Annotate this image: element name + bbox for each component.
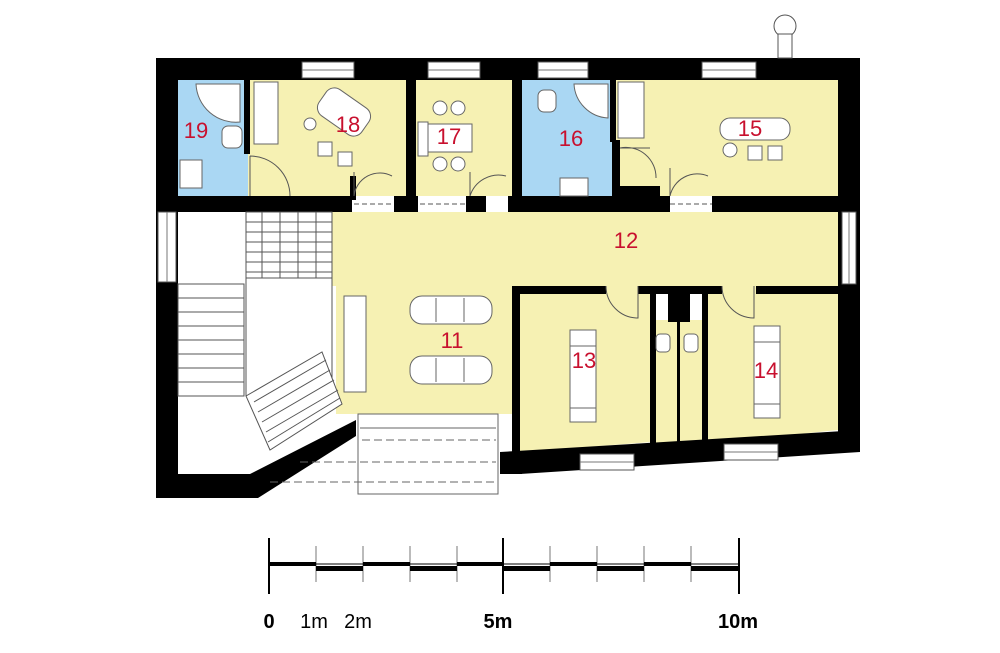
chair-15b: [747, 145, 763, 161]
toilet-19: [221, 125, 243, 149]
sofa-11-bottom: [409, 355, 493, 385]
chair-15a: [722, 142, 738, 158]
scale-label-5m: 5m: [484, 611, 513, 633]
door-18: [353, 172, 393, 197]
room-label-14: 14: [754, 358, 778, 383]
window-glazing-lines: [166, 69, 850, 463]
chair-18c: [337, 151, 353, 167]
shelf-11: [343, 295, 367, 393]
wall-row-bottom-4: [508, 196, 670, 212]
scale-segments: [269, 562, 739, 571]
chair-17a: [432, 100, 448, 116]
room-labels: 19 18 17 16 15 12 11 13 14: [184, 112, 778, 383]
wall-row-bottom-2: [394, 196, 418, 212]
desk-18: [316, 87, 372, 137]
chair-17d: [450, 156, 466, 172]
wall-bottom-left: [156, 420, 356, 498]
wall-16-15: [610, 80, 616, 142]
wall-18-17: [406, 80, 416, 196]
bed-13: [569, 329, 597, 423]
wall-15-closet: [612, 140, 620, 196]
sofa-11-top: [409, 295, 493, 325]
fixtures: [179, 81, 791, 423]
room-label-16: 16: [559, 126, 583, 151]
wall-13-left: [512, 286, 520, 474]
wall-row-bottom-3: [466, 196, 486, 212]
wall-row-bottom: [178, 196, 352, 212]
door-19: [249, 155, 291, 197]
table-17: [427, 123, 473, 153]
wall-corridor-14: [756, 286, 840, 294]
wall-wash-divider: [668, 286, 690, 322]
shower-16: [573, 83, 609, 119]
basin-16: [559, 177, 589, 197]
wall-row-bottom-5: [712, 196, 838, 212]
scale-label-1m: 1m: [300, 611, 328, 633]
wall-hall-stub: [350, 176, 356, 200]
entrance-terrace: [270, 413, 499, 495]
basin-14-wash: [683, 333, 699, 353]
scale-label-0: 0: [263, 611, 274, 633]
room-label-17: 17: [437, 124, 461, 149]
room-12-floor: [332, 212, 838, 286]
cabinet-17: [417, 121, 429, 157]
room-label-13: 13: [572, 348, 596, 373]
chair-15c: [767, 145, 783, 161]
door-17: [469, 172, 507, 197]
chair-17c: [432, 156, 448, 172]
wall-corridor-13: [512, 286, 606, 294]
door-14: [721, 285, 755, 319]
room-label-15: 15: [738, 116, 762, 141]
wall-17-16: [512, 80, 522, 196]
chair-17b: [450, 100, 466, 116]
scale-label-2m: 2m: [344, 611, 372, 633]
wall-13-wash: [650, 286, 656, 446]
door-13: [605, 285, 639, 319]
toilet-16: [537, 89, 557, 113]
staircase: [177, 211, 343, 451]
wall-19-18: [244, 80, 250, 154]
chair-18a: [303, 117, 317, 131]
wall-closet-inner: [620, 186, 660, 196]
counter-15: [617, 81, 645, 139]
wall-wash-divider-thin: [677, 322, 680, 444]
desk-15: [719, 117, 791, 141]
counter-18: [253, 81, 279, 145]
room-label-11: 11: [441, 328, 464, 353]
door-closet: [619, 146, 657, 179]
basin-13-wash: [655, 333, 671, 353]
room-label-12: 12: [614, 228, 638, 253]
wall-wash-14: [702, 286, 708, 444]
scale-bar: 0 1m 2m 5m 10m: [263, 538, 758, 633]
doors: [249, 146, 755, 319]
chimney-vent: [773, 14, 797, 59]
bed-14: [753, 325, 781, 419]
room-label-19: 19: [184, 118, 208, 143]
chair-18b: [317, 141, 333, 157]
shower-19: [195, 83, 241, 123]
door-15: [669, 168, 709, 197]
scale-label-10m: 10m: [718, 611, 758, 633]
basin-19: [179, 159, 203, 189]
room-label-18: 18: [336, 112, 360, 137]
